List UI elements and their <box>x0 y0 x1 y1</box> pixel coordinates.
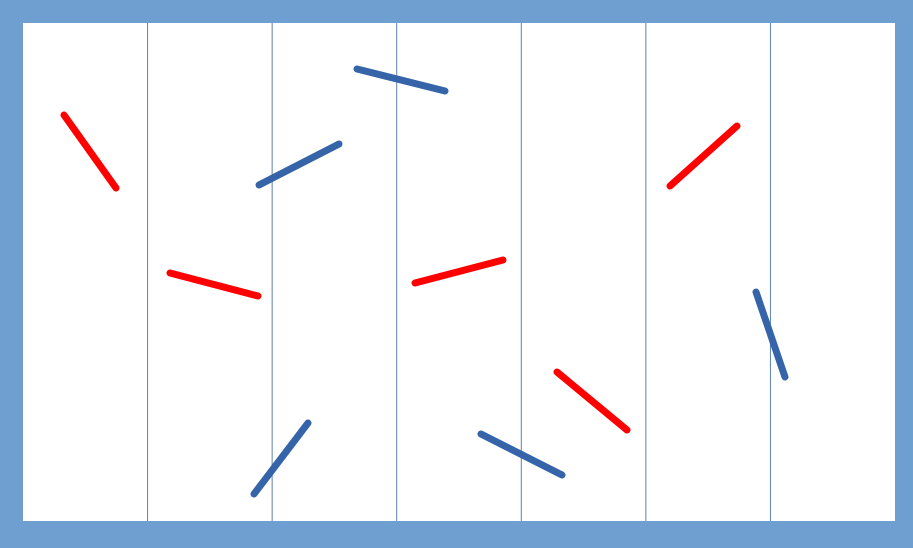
red-needle-5 <box>411 256 507 287</box>
parallel-lines-group <box>147 23 771 521</box>
red-needle-1 <box>60 111 120 192</box>
blue-needle-10 <box>250 419 312 498</box>
blue-needle-7 <box>752 288 789 381</box>
blue-needle-2 <box>353 65 449 95</box>
red-needle-6 <box>666 122 741 190</box>
red-needle-4 <box>166 269 262 300</box>
blue-needle-3 <box>255 140 343 189</box>
red-needle-8 <box>553 368 631 434</box>
needles-group <box>60 65 789 498</box>
blue-needle-9 <box>477 430 566 479</box>
